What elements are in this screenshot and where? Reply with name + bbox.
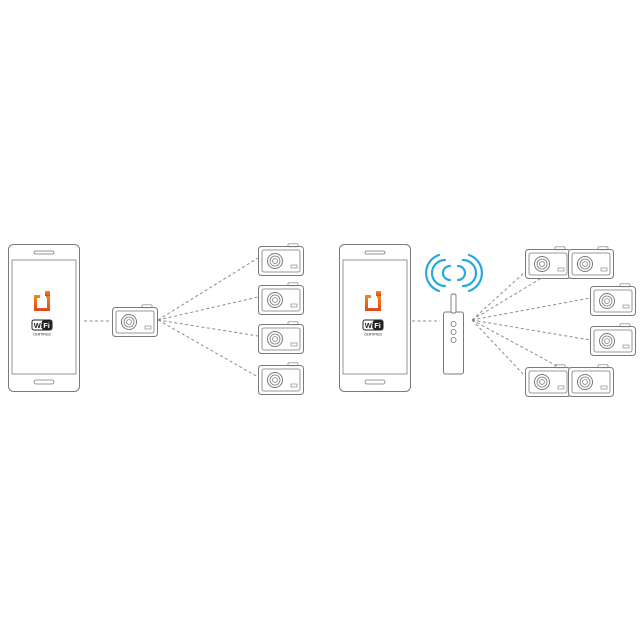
camera-icon-left-1: [258, 243, 304, 276]
link-hub-to-camera-3: [157, 319, 259, 337]
smartphone-left: [8, 244, 80, 392]
camera-icon-left-4: [258, 362, 304, 395]
left-setup: [8, 243, 304, 395]
link-ap-to-camera-6: [471, 319, 569, 373]
camera-icon-right-6: [568, 364, 614, 397]
link-ap-to-camera-5: [471, 319, 526, 377]
left-dashed-links: [84, 257, 259, 378]
hub-camera-icon: [112, 304, 158, 337]
link-hub-to-camera-1: [157, 257, 259, 321]
link-ap-to-camera-1: [471, 271, 526, 321]
wifi-signal-waves-icon: [424, 253, 484, 293]
right-dashed-links: [412, 261, 591, 377]
link-hub-to-camera-4: [157, 319, 259, 378]
link-hub-to-camera-2: [157, 296, 259, 321]
link-ap-to-camera-2: [471, 261, 569, 321]
camera-icon-right-3: [590, 283, 636, 316]
camera-icon-right-4: [590, 323, 636, 356]
wifi-router-icon: [443, 293, 464, 375]
link-ap-to-camera-4: [471, 319, 591, 341]
camera-icon-left-2: [258, 282, 304, 315]
camera-icon-right-5: [525, 364, 571, 397]
camera-icon-right-1: [525, 246, 571, 279]
camera-icon-left-3: [258, 321, 304, 354]
right-setup: [339, 244, 636, 397]
camera-icon-right-2: [568, 246, 614, 279]
smartphone-right: [339, 244, 411, 392]
link-ap-to-camera-3: [471, 297, 591, 321]
